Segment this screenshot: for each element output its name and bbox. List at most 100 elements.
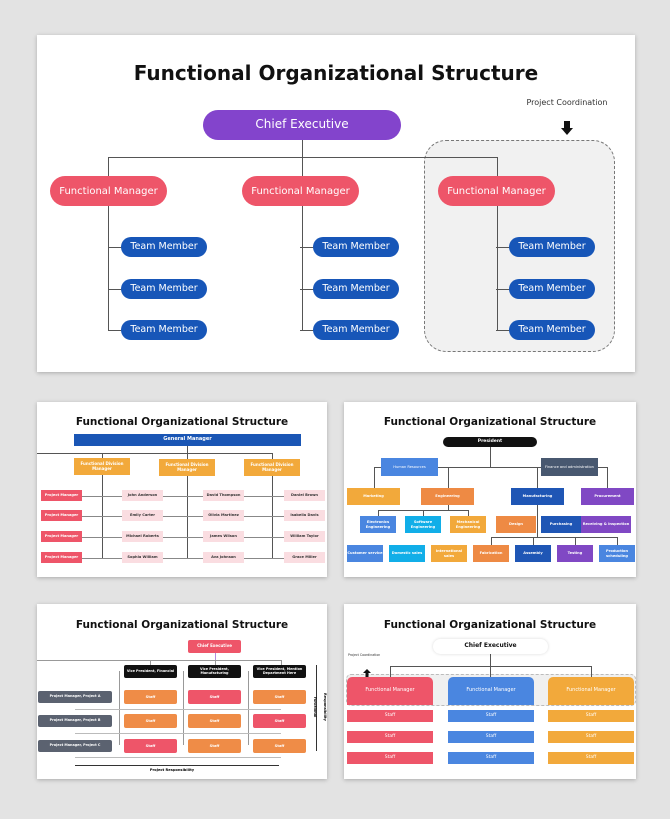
- employee-node: Sophia William: [122, 552, 163, 563]
- connector-line: [607, 467, 608, 488]
- division-manager-node: Functional Division Manager: [159, 459, 215, 476]
- staff-node: Staff: [253, 714, 306, 728]
- department-node: Testing: [557, 545, 593, 562]
- employee-node: Michael Roberts: [122, 531, 163, 542]
- connector-line: [423, 510, 424, 516]
- connector-line: [102, 453, 103, 558]
- department-node: Engineering: [421, 488, 474, 505]
- connector-line: [75, 709, 281, 710]
- arrow-down-icon: [561, 120, 573, 135]
- connector-line: [272, 453, 273, 558]
- staff-node: Staff: [448, 752, 534, 764]
- connector-line: [248, 671, 249, 745]
- connector-line: [108, 157, 109, 330]
- staff-node: Staff: [188, 714, 241, 728]
- slide-title: Functional Organizational Structure: [133, 61, 539, 85]
- staff-node: Staff: [253, 739, 306, 753]
- connector-line: [575, 537, 576, 545]
- staff-node: Staff: [448, 731, 534, 743]
- connector-line: [491, 537, 492, 545]
- project-manager-node: Project Manager, Project C: [38, 740, 112, 752]
- connector-line: [490, 447, 491, 467]
- staff-node: Staff: [347, 752, 433, 764]
- functional-manager-node: Functional Manager: [448, 677, 534, 705]
- chief-executive-node: Chief Executive: [433, 639, 548, 654]
- connector-line: [390, 666, 391, 677]
- team-member-node: Team Member: [509, 237, 595, 257]
- department-node: International sales: [431, 545, 467, 562]
- connector-line: [150, 660, 151, 665]
- staff-node: Staff: [548, 731, 634, 743]
- connector-line: [448, 505, 449, 510]
- staff-node: Staff: [347, 710, 433, 722]
- connector-line: [537, 467, 538, 488]
- project-manager-node: Project Manager: [41, 552, 82, 563]
- team-member-node: Team Member: [313, 320, 399, 340]
- employee-node: James Wilson: [203, 531, 244, 542]
- functional-manager-node: Functional Manager: [50, 176, 167, 206]
- vice-president-node: Vice President, Manufacturing: [188, 665, 241, 678]
- slide-title: Functional Organizational Structure: [75, 416, 289, 428]
- staff-node: Staff: [124, 739, 177, 753]
- president-node: President: [443, 437, 537, 447]
- team-member-node: Team Member: [313, 237, 399, 257]
- vice-president-node: Vice President, Mention Department Here: [253, 665, 306, 678]
- staff-node: Staff: [188, 739, 241, 753]
- connector-line: [215, 653, 216, 660]
- employee-node: Emily Carter: [122, 510, 163, 521]
- connector-line: [490, 666, 491, 677]
- functional-manager-node: Functional Manager: [347, 677, 433, 705]
- connector-line: [187, 453, 188, 558]
- staff-node: Staff: [253, 690, 306, 704]
- connector-line: [537, 505, 538, 537]
- connector-line: [187, 446, 188, 453]
- department-node: Customer service: [347, 545, 383, 562]
- slide-title: Functional Organizational Structure: [383, 619, 597, 631]
- employee-node: Ava Johnson: [203, 552, 244, 563]
- department-node: Human Resources: [381, 458, 438, 476]
- department-node: Receiving & Inspection: [581, 516, 631, 533]
- department-node: Fabrication: [473, 545, 509, 562]
- responsibility-label: Responsibility: [323, 693, 327, 721]
- connector-line: [302, 140, 303, 157]
- staff-node: Staff: [124, 690, 177, 704]
- team-member-node: Team Member: [121, 320, 207, 340]
- team-member-node: Team Member: [121, 237, 207, 257]
- project-responsibility-label: Project Responsibility: [149, 768, 195, 772]
- department-node: Software Engineering: [405, 516, 441, 533]
- connector-line: [75, 757, 281, 758]
- team-member-node: Team Member: [313, 279, 399, 299]
- employee-node: Daniel Brown: [284, 490, 325, 501]
- staff-node: Staff: [124, 714, 177, 728]
- chief-executive-node: Chief Executive: [188, 640, 241, 653]
- connector-line: [497, 157, 498, 330]
- connector-line: [617, 537, 618, 545]
- general-manager-node: General Manager: [74, 434, 301, 446]
- division-manager-node: Functional Division Manager: [74, 458, 130, 475]
- connector-line: [215, 660, 216, 665]
- connector-line: [108, 157, 498, 158]
- connector-line: [183, 671, 184, 745]
- department-node: Marketing: [347, 488, 400, 505]
- department-node: Procurement: [581, 488, 634, 505]
- connector-line: [37, 453, 273, 454]
- project-coordination-label: Project Coordination: [526, 98, 608, 107]
- staff-node: Staff: [448, 710, 534, 722]
- staff-node: Staff: [188, 690, 241, 704]
- employee-node: David Thompson: [203, 490, 244, 501]
- department-node: Electronics Engineering: [360, 516, 396, 533]
- project-coordination-label: Project Coordination: [348, 653, 381, 657]
- connector-line: [448, 467, 449, 488]
- division-manager-node: Functional Division Manager: [244, 459, 300, 476]
- main-slide-preview[interactable]: Functional Organizational Structure Proj…: [37, 35, 635, 372]
- connector-line: [591, 666, 592, 677]
- project-manager-node: Project Manager, Project B: [38, 715, 112, 727]
- employee-node: Olivia Martinez: [203, 510, 244, 521]
- department-node: Production scheduling: [599, 545, 635, 562]
- project-manager-node: Project Manager: [41, 490, 82, 501]
- connector-line: [316, 665, 317, 751]
